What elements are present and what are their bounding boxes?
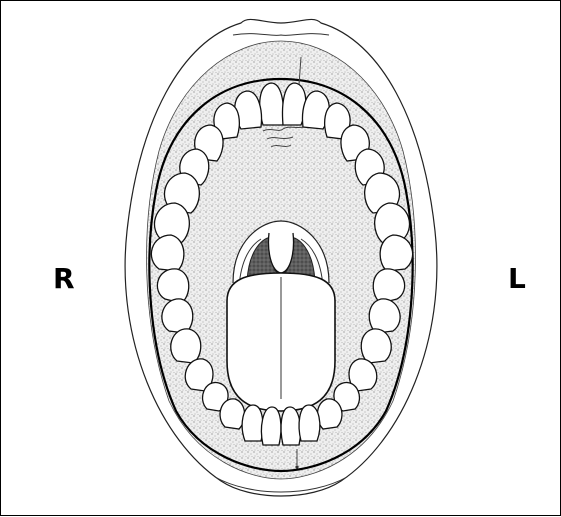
right-side-label: R (53, 265, 75, 293)
left-side-label: L (508, 265, 526, 293)
lower-frenum-tip (295, 465, 298, 468)
